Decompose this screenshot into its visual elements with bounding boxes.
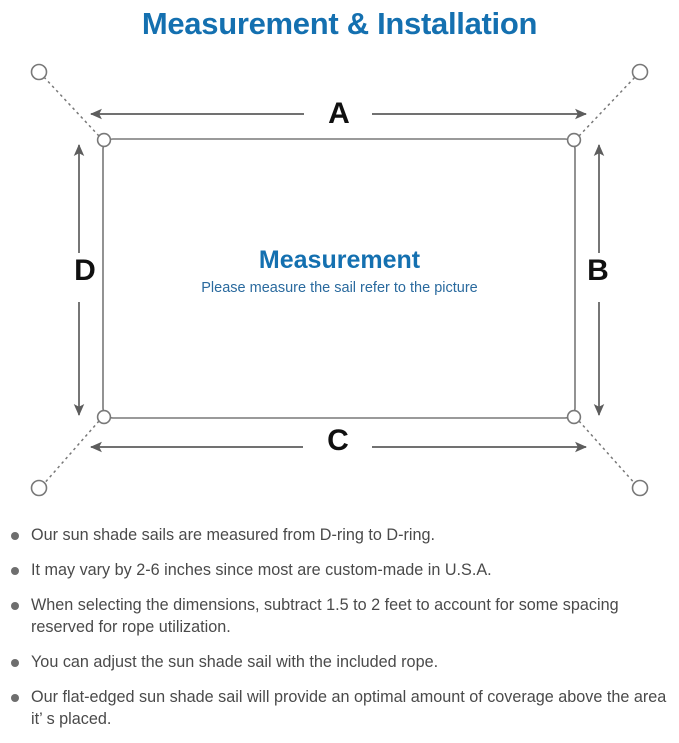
measurement-diagram: Measurement Please measure the sail refe… [0,55,679,515]
bullet-icon [11,532,19,540]
dimension-label-d: D [74,254,96,287]
d-ring-top-left [96,132,112,148]
bullet-icon [11,602,19,610]
note-text: Our sun shade sails are measured from D-… [31,526,435,544]
notes-list: Our sun shade sails are measured from D-… [0,524,679,743]
rope-line-bottom-left [41,420,100,487]
dimension-label-b: B [587,254,609,287]
list-item: Our flat-edged sun shade sail will provi… [0,686,679,730]
bullet-icon [11,694,19,702]
d-ring-bottom-right [566,409,582,425]
anchor-point-top-left [30,63,48,81]
anchor-point-top-right [631,63,649,81]
note-text: When selecting the dimensions, subtract … [31,596,619,636]
rope-line-top-left [41,74,100,137]
list-item: Our sun shade sails are measured from D-… [0,524,679,546]
page-title: Measurement & Installation [141,6,538,41]
bullet-icon [11,659,19,667]
sail-rectangle [102,138,576,419]
list-item: You can adjust the sun shade sail with t… [0,651,679,673]
rope-line-bottom-right [578,420,638,487]
note-text: You can adjust the sun shade sail with t… [31,653,439,671]
diagram-center-title: Measurement [258,246,421,274]
rope-line-top-right [578,74,638,137]
list-item: It may vary by 2-6 inches since most are… [0,559,679,581]
d-ring-bottom-left [96,409,112,425]
dimension-label-a: A [328,97,350,130]
dimension-label-c: C [327,424,349,457]
d-ring-top-right [566,132,582,148]
bullet-icon [11,567,19,575]
note-text: Our flat-edged sun shade sail will provi… [31,688,667,728]
diagram-center-subtitle: Please measure the sail refer to the pic… [201,280,478,296]
diagram-svg [30,63,649,497]
anchor-point-bottom-right [631,479,649,497]
note-text: It may vary by 2-6 inches since most are… [31,561,492,579]
list-item: When selecting the dimensions, subtract … [0,594,679,638]
anchor-point-bottom-left [30,479,48,497]
